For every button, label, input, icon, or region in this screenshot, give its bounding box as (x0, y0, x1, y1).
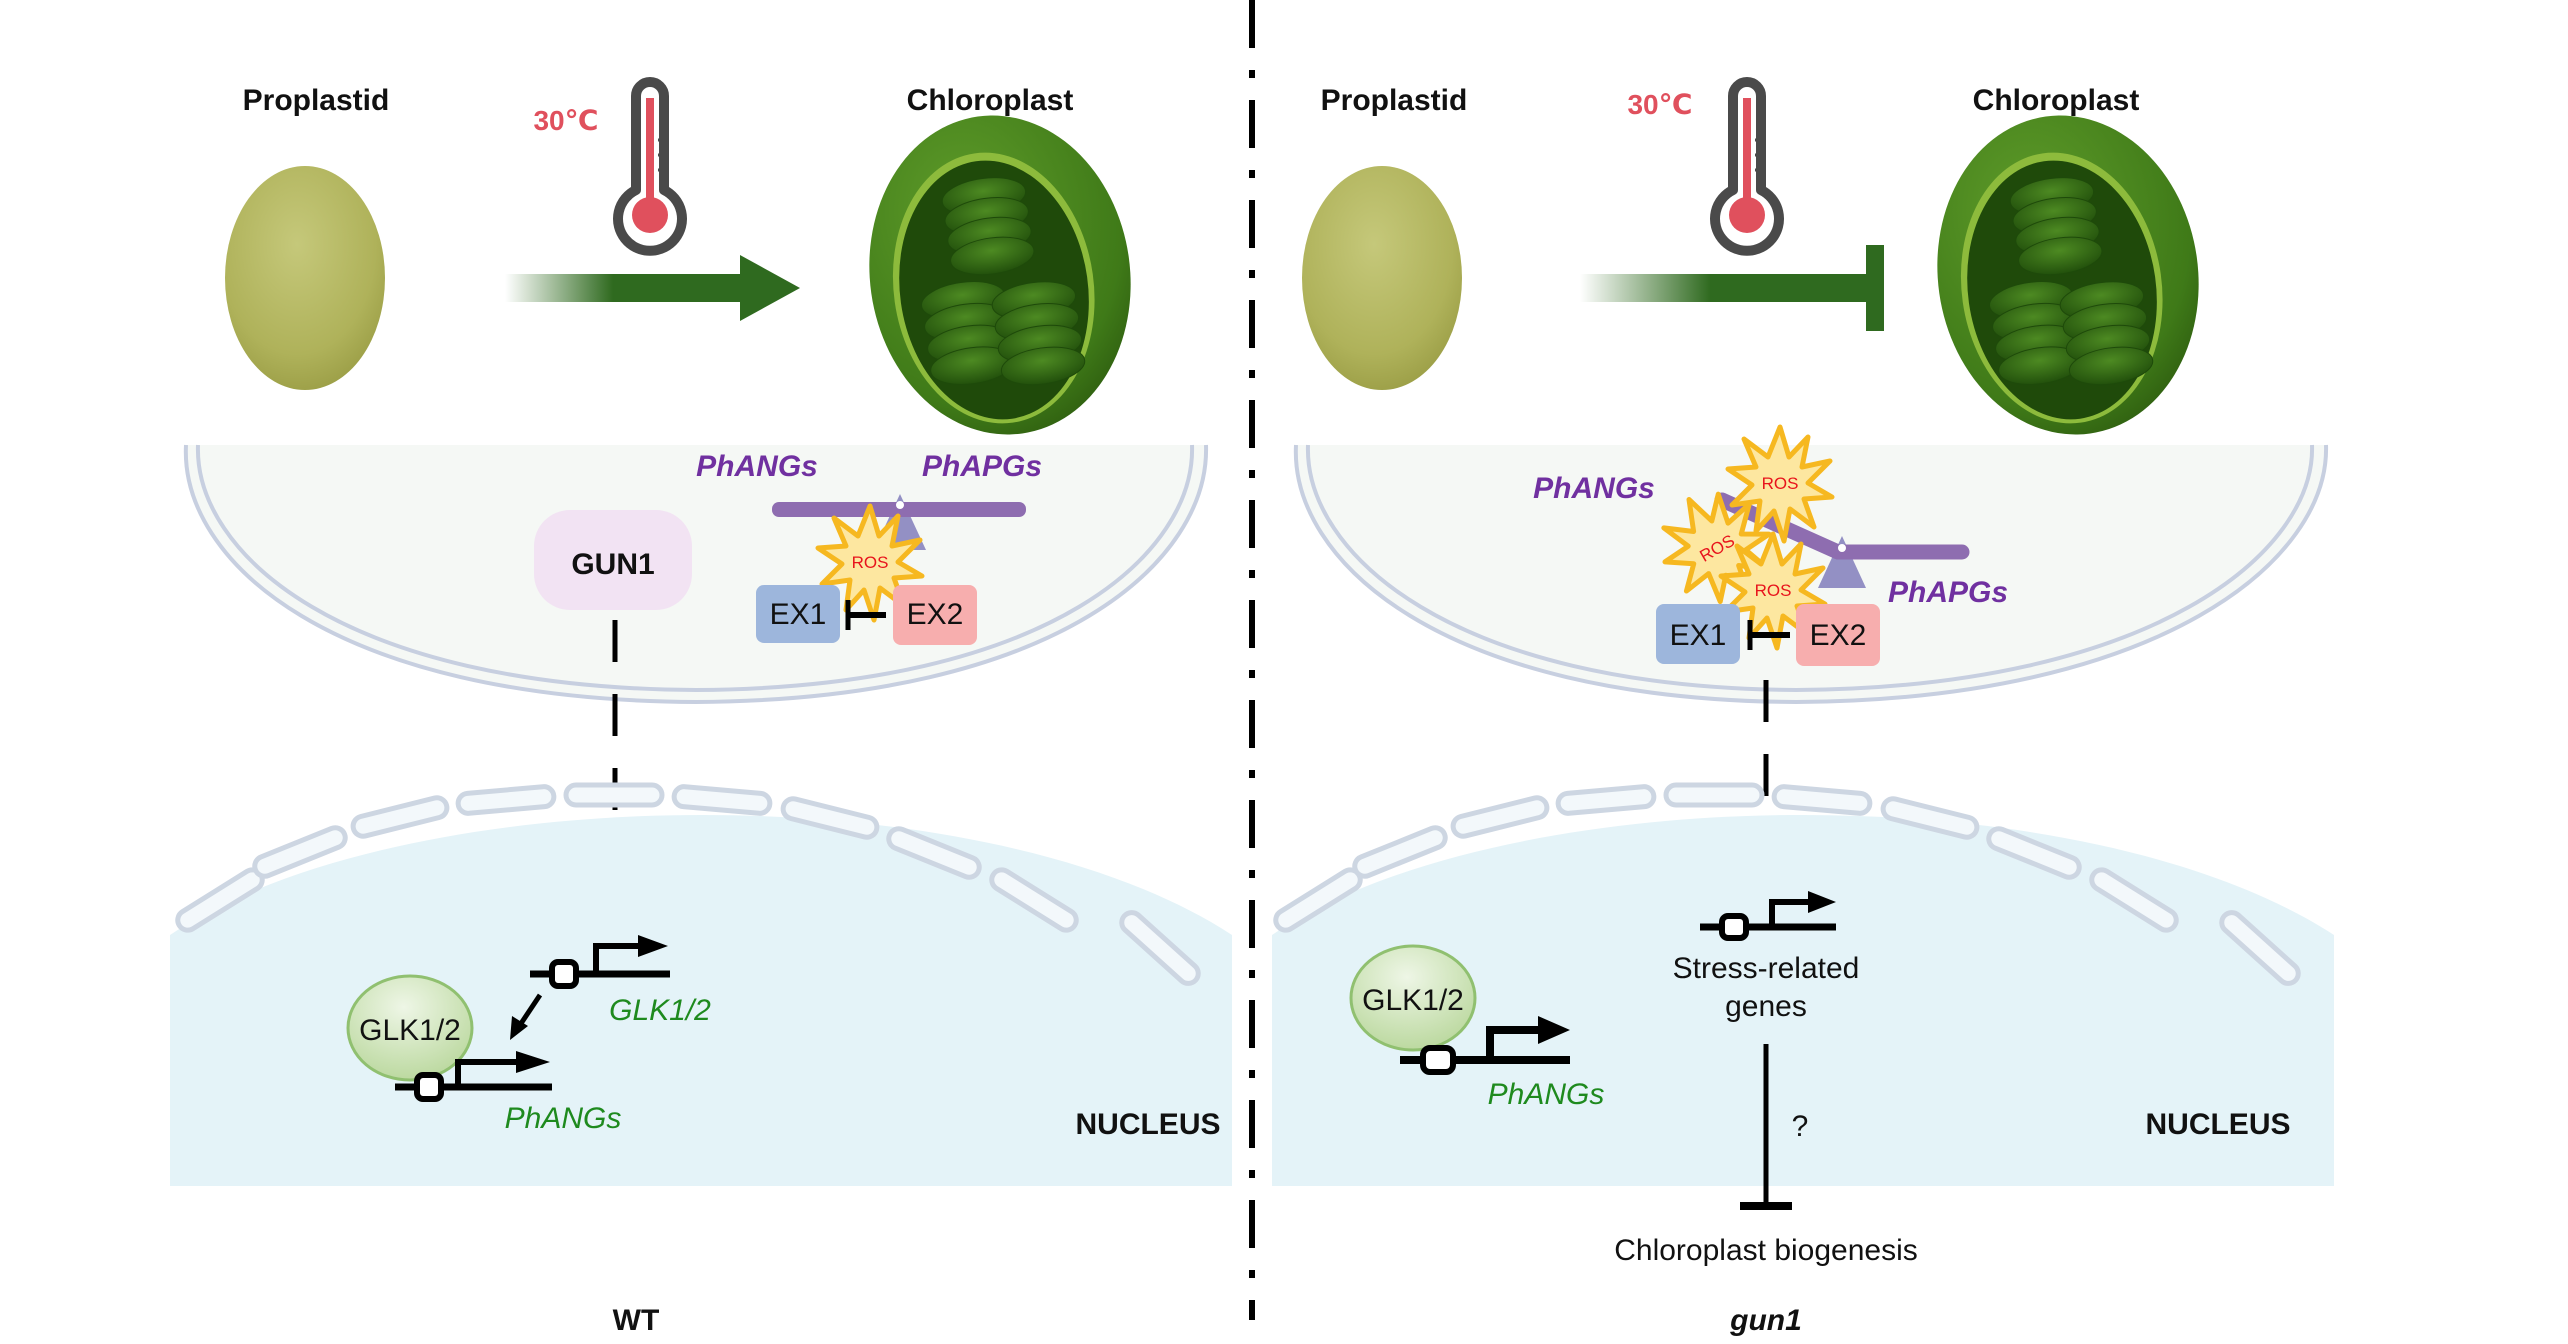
panel-gun1: Proplastid Chloroplast 30℃ (1272, 77, 2334, 1337)
ex2-label: EX2 (1810, 619, 1867, 652)
proplastid-label: Proplastid (1321, 84, 1468, 117)
phangs-gene-label: PhANGs (505, 1102, 622, 1135)
question-mark: ? (1792, 1110, 1809, 1143)
stress-gene-locus (1700, 891, 1836, 941)
ex1-box (756, 585, 840, 643)
ex1-box (1656, 604, 1740, 664)
chloroplast-organelle (869, 115, 1131, 435)
glk-protein-label: GLK1/2 (359, 1014, 461, 1047)
nucleus: NUCLEUS (1272, 782, 2334, 1186)
phangs-gene-locus (1400, 1016, 1570, 1075)
glk-translation-arrow (510, 993, 543, 1040)
chloroplast-label: Chloroplast (1973, 84, 2140, 117)
nuclear-envelope-pores (175, 782, 1201, 986)
temperature-label: 30℃ (533, 105, 598, 136)
nucleus-label: NUCLEUS (1075, 1108, 1220, 1141)
ex2-box (893, 585, 977, 645)
thermometer-icon (613, 77, 687, 256)
ros-burst: ROS (1725, 424, 1835, 544)
ros-label: ROS (852, 553, 889, 572)
phangs-gene-locus (395, 1051, 552, 1102)
proplastid-organelle (225, 166, 385, 390)
glk-gene-locus (530, 935, 670, 989)
chloroplast-label: Chloroplast (907, 84, 1074, 117)
glk-protein-label: GLK1/2 (1362, 984, 1464, 1017)
nucleus: NUCLEUS (170, 782, 1232, 1186)
ex2-box (1796, 604, 1880, 666)
ex1-label: EX1 (1670, 619, 1727, 652)
phapgs-balance-label: PhAPGs (1888, 576, 2008, 609)
stress-inhibits-biogenesis (1740, 1044, 1792, 1210)
inhibit-arrow (1580, 245, 1884, 331)
panel-wt: Proplastid Chloroplast 30℃ (170, 77, 1232, 1337)
chloroplast-compartment (183, 444, 1209, 705)
ex2-inhibits-ex1-arrow (1747, 620, 1790, 650)
ex1-label: EX1 (770, 598, 827, 631)
chloroplast-organelle (1937, 115, 2199, 435)
chloroplast-biogenesis-label: Chloroplast biogenesis (1614, 1234, 1918, 1267)
stress-genes-label-line2: genes (1725, 990, 1807, 1023)
glk-gene-label: GLK1/2 (609, 994, 711, 1027)
nuclear-envelope-pores (1273, 782, 2301, 986)
temperature-label: 30℃ (1627, 89, 1692, 120)
glk-protein (1349, 944, 1477, 1052)
gun1-label: GUN1 (571, 548, 654, 581)
genotype-label: gun1 (1729, 1304, 1802, 1337)
phangs-balance-label: PhANGs (696, 450, 818, 483)
thermometer-icon (1710, 77, 1784, 256)
ex2-inhibits-ex1-arrow (845, 600, 886, 630)
ex2-label: EX2 (907, 598, 964, 631)
stress-genes-label-line1: Stress-related (1673, 952, 1860, 985)
gun1-box (534, 510, 692, 610)
phapgs-balance-label: PhAPGs (922, 450, 1042, 483)
ros-burst: ROS (1661, 491, 1772, 605)
promote-arrow (505, 255, 800, 321)
genotype-label: WT (613, 1304, 660, 1337)
nucleus-label: NUCLEUS (2145, 1108, 2290, 1141)
ros-label: ROS (1762, 474, 1799, 493)
phangs-balance-label: PhANGs (1533, 472, 1655, 505)
glk-protein (346, 974, 474, 1082)
phangs-gene-label: PhANGs (1488, 1078, 1605, 1111)
proplastid-organelle (1302, 166, 1462, 390)
ros-label: ROS (1755, 581, 1792, 600)
proplastid-label: Proplastid (243, 84, 390, 117)
